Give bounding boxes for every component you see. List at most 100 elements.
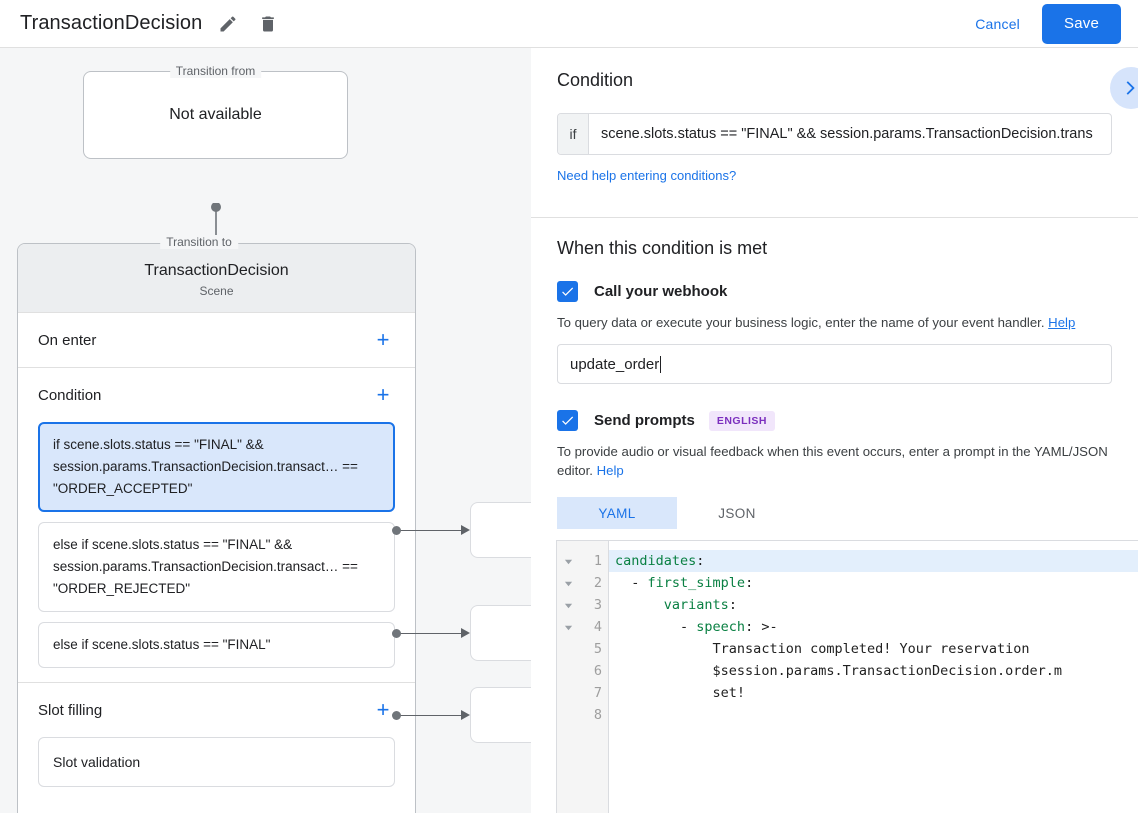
section-on-enter: On enter + — [18, 313, 415, 368]
code-text-area[interactable]: candidates: - first_simple: variants: - … — [609, 541, 1138, 813]
scene-card: TransactionDecision Scene On enter + Con… — [17, 243, 416, 813]
page-title: TransactionDecision — [20, 12, 203, 34]
condition-expression-input[interactable]: scene.slots.status == "FINAL" && session… — [601, 126, 1093, 142]
code-fold-gutter — [557, 541, 579, 813]
code-line[interactable]: variants: — [663, 597, 737, 613]
section-title-slot-filling: Slot filling — [38, 701, 103, 719]
condition-list-item[interactable]: if scene.slots.status == "FINAL" && sess… — [38, 422, 395, 512]
section-title-on-enter: On enter — [38, 331, 97, 349]
send-prompts-row: Send prompts ENGLISH — [557, 410, 1112, 431]
send-prompts-block: Send prompts ENGLISH To provide audio or… — [557, 410, 1112, 529]
section-header-on-enter: On enter + — [38, 313, 395, 367]
edge-source-dot-2 — [392, 629, 401, 638]
code-fold-arrow-icon[interactable] — [557, 616, 579, 638]
scene-name: TransactionDecision — [144, 262, 289, 279]
edge-arrowhead-3 — [461, 710, 470, 720]
code-line-number: 4 — [593, 619, 602, 635]
code-fold-spacer — [557, 682, 579, 704]
code-fold-arrow-icon[interactable] — [557, 550, 579, 572]
condition-list-item[interactable]: else if scene.slots.status == "FINAL" &&… — [38, 522, 395, 612]
pencil-icon — [218, 14, 238, 34]
section-header-slot-filling: Slot filling + — [38, 683, 395, 737]
prompts-help-prefix: To provide audio or visual feedback when… — [557, 444, 1108, 478]
condition-input-row[interactable]: if scene.slots.status == "FINAL" && sess… — [557, 113, 1112, 155]
code-fold-spacer — [557, 704, 579, 726]
section-slot-filling: Slot filling + Slot validation — [18, 683, 415, 801]
transition-from-box: Transition from Not available — [83, 64, 348, 159]
code-line-number: 7 — [593, 685, 602, 701]
code-line-number: 1 — [593, 553, 602, 569]
edge-line-2 — [398, 632, 461, 634]
cancel-button[interactable]: Cancel — [963, 8, 1032, 40]
edge-arrowhead-1 — [461, 525, 470, 535]
condition-editor-section: Condition if scene.slots.status == "FINA… — [531, 48, 1138, 218]
edge-line-3 — [398, 714, 461, 716]
language-badge: ENGLISH — [708, 410, 776, 431]
add-condition-button[interactable]: + — [376, 382, 390, 407]
webhook-help-prefix: To query data or execute your business l… — [557, 315, 1049, 330]
chevron-right-icon — [1120, 77, 1138, 99]
code-line[interactable]: - speech: >- — [615, 619, 778, 635]
edge-arrowhead-2 — [461, 628, 470, 638]
condition-help-link[interactable]: Need help entering conditions? — [557, 168, 737, 183]
code-line[interactable] — [609, 704, 1138, 726]
code-line-number: 5 — [593, 641, 602, 657]
condition-list: if scene.slots.status == "FINAL" && sess… — [38, 422, 395, 682]
scene-graph-canvas[interactable]: Transition from Not available Transition… — [0, 48, 531, 813]
call-webhook-checkbox[interactable] — [557, 281, 578, 302]
transition-from-value: Not available — [169, 106, 262, 123]
code-line[interactable]: set! — [712, 685, 746, 701]
when-condition-met-heading: When this condition is met — [557, 238, 768, 258]
send-prompts-checkbox[interactable] — [557, 410, 578, 431]
webhook-handler-value: update_order — [570, 355, 660, 373]
tab-yaml[interactable]: YAML — [557, 497, 677, 529]
expand-panel-button[interactable] — [1110, 67, 1138, 109]
slot-filling-list: Slot validation — [38, 737, 395, 801]
code-fold-spacer — [557, 638, 579, 660]
section-header-condition: Condition + — [38, 368, 395, 422]
send-prompts-label: Send prompts — [594, 412, 695, 429]
code-line-number: 2 — [593, 575, 602, 591]
top-app-bar: TransactionDecision Cancel Save — [0, 0, 1138, 48]
code-fold-arrow-icon[interactable] — [557, 572, 579, 594]
code-fold-spacer — [557, 660, 579, 682]
target-node-box-1[interactable] — [470, 502, 531, 558]
delete-button[interactable] — [254, 10, 282, 38]
checkmark-icon — [560, 284, 575, 299]
code-line[interactable]: - first_simple: — [615, 575, 754, 591]
section-condition: Condition + if scene.slots.status == "FI… — [18, 368, 415, 683]
target-node-box-2[interactable] — [470, 605, 531, 661]
code-line[interactable]: candidates: — [609, 550, 1138, 572]
transition-to-legend: Transition to — [160, 235, 238, 249]
send-prompts-help-text: To provide audio or visual feedback when… — [557, 442, 1112, 480]
code-fold-arrow-icon[interactable] — [557, 594, 579, 616]
editor-format-tabs: YAML JSON — [557, 497, 1112, 529]
target-node-box-3[interactable] — [470, 687, 531, 743]
edge-source-dot-3 — [392, 711, 401, 720]
slot-validation-item[interactable]: Slot validation — [38, 737, 395, 787]
section-title-condition: Condition — [38, 386, 102, 404]
checkmark-icon — [560, 413, 575, 428]
transition-from-legend: Transition from — [169, 64, 262, 78]
code-line-number: 8 — [593, 707, 602, 723]
webhook-help-link[interactable]: Help — [1048, 315, 1076, 330]
call-webhook-label: Call your webhook — [594, 283, 728, 300]
save-button[interactable]: Save — [1042, 3, 1121, 44]
condition-list-item[interactable]: else if scene.slots.status == "FINAL" — [38, 622, 395, 668]
tab-json[interactable]: JSON — [718, 505, 756, 521]
code-line-number: 3 — [593, 597, 602, 613]
add-on-enter-button[interactable]: + — [376, 327, 390, 352]
code-line[interactable]: $session.params.TransactionDecision.orde… — [712, 663, 1063, 679]
call-webhook-help-text: To query data or execute your business l… — [557, 313, 1112, 332]
prompts-help-link[interactable]: Help — [596, 463, 624, 478]
add-slot-filling-button[interactable]: + — [376, 697, 390, 722]
edge-source-dot-1 — [392, 526, 401, 535]
code-line[interactable]: Transaction completed! Your reservation — [712, 641, 1030, 657]
when-condition-met-section: When this condition is met Call your web… — [531, 218, 1138, 529]
trash-icon — [258, 14, 278, 34]
edit-title-button[interactable] — [214, 10, 242, 38]
webhook-handler-input[interactable]: update_order — [557, 344, 1112, 384]
text-caret — [660, 355, 662, 373]
